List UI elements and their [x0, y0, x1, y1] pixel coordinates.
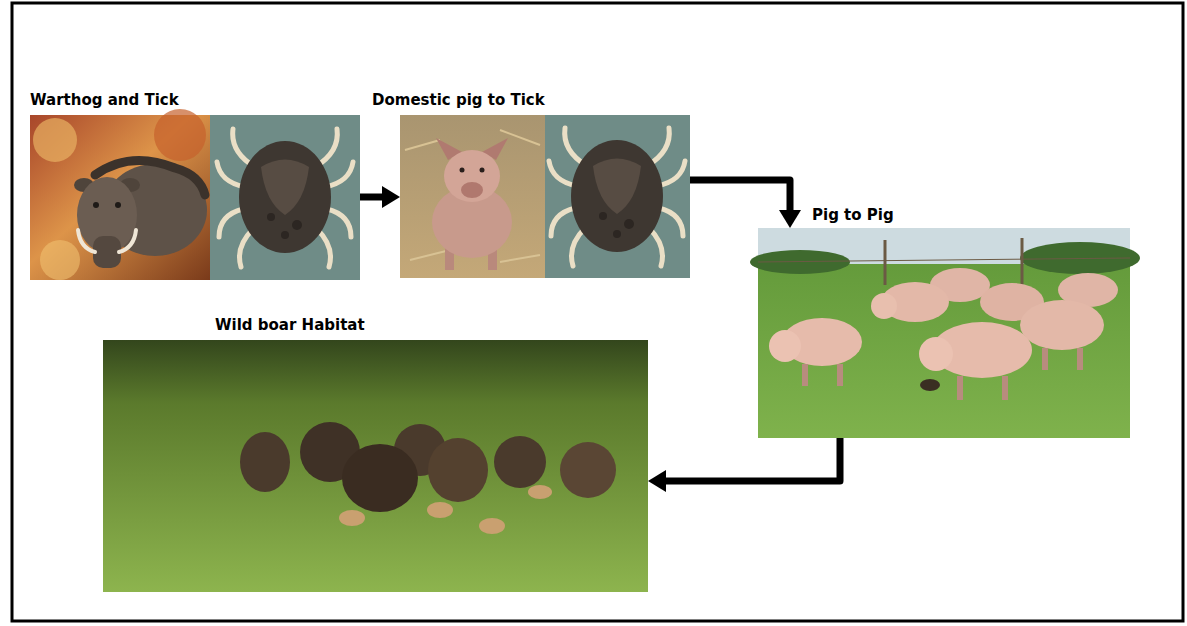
pig-eye — [480, 168, 485, 173]
fence-wire — [758, 258, 1130, 262]
photo-panel: Wild boar Habitat — [103, 340, 648, 592]
fence-post — [1021, 238, 1024, 285]
piglet — [528, 485, 552, 499]
warthog-eye — [115, 202, 121, 208]
photo-panel: Warthog and Tick — [30, 115, 360, 280]
fence-post — [884, 240, 887, 285]
photo-background — [103, 340, 648, 592]
warthog-tusk — [78, 230, 95, 252]
foliage — [33, 118, 77, 162]
boar — [240, 432, 290, 492]
foliage — [154, 109, 206, 161]
piglet — [427, 502, 453, 518]
pig — [1020, 300, 1104, 350]
piglet — [479, 518, 505, 534]
arrow-connector — [648, 438, 840, 492]
outer-frame — [12, 3, 1183, 621]
connector-line — [663, 438, 840, 481]
boar — [494, 436, 546, 488]
stone — [920, 379, 940, 391]
boar — [342, 444, 418, 512]
pig-head — [871, 293, 897, 319]
tick-figure — [217, 129, 353, 267]
arrow-connector — [360, 186, 400, 208]
piglet — [339, 510, 365, 526]
photo-panel: Pig to Pig — [758, 228, 1130, 438]
pig-head — [919, 337, 953, 371]
photo-background — [400, 115, 545, 278]
foliage — [40, 240, 80, 280]
photo-background — [545, 115, 690, 278]
pig-head — [444, 150, 500, 202]
warthog-snout — [93, 236, 121, 268]
pig-head — [769, 330, 801, 362]
straw — [405, 130, 540, 262]
pig-snout — [461, 182, 483, 198]
boar — [428, 438, 488, 502]
panel-heading: Pig to Pig — [812, 206, 894, 224]
arrow-connector — [690, 180, 801, 228]
pig-legs — [805, 348, 1080, 400]
warthog-eye — [93, 202, 99, 208]
panel-heading: Warthog and Tick — [30, 91, 179, 109]
arrowhead — [779, 210, 801, 228]
panel-heading: Domestic pig to Tick — [372, 91, 545, 109]
photo-background — [210, 115, 360, 280]
pig-eye — [460, 168, 465, 173]
tick-figure — [549, 128, 685, 266]
boar — [560, 442, 616, 498]
warthog-tusk — [119, 230, 136, 252]
photo-panel: Domestic pig to Tick — [400, 115, 690, 278]
arrowhead — [382, 186, 400, 208]
panel-heading: Wild boar Habitat — [215, 316, 365, 334]
connector-line — [360, 194, 385, 201]
arrowhead — [648, 470, 666, 492]
connector-line — [690, 180, 790, 213]
